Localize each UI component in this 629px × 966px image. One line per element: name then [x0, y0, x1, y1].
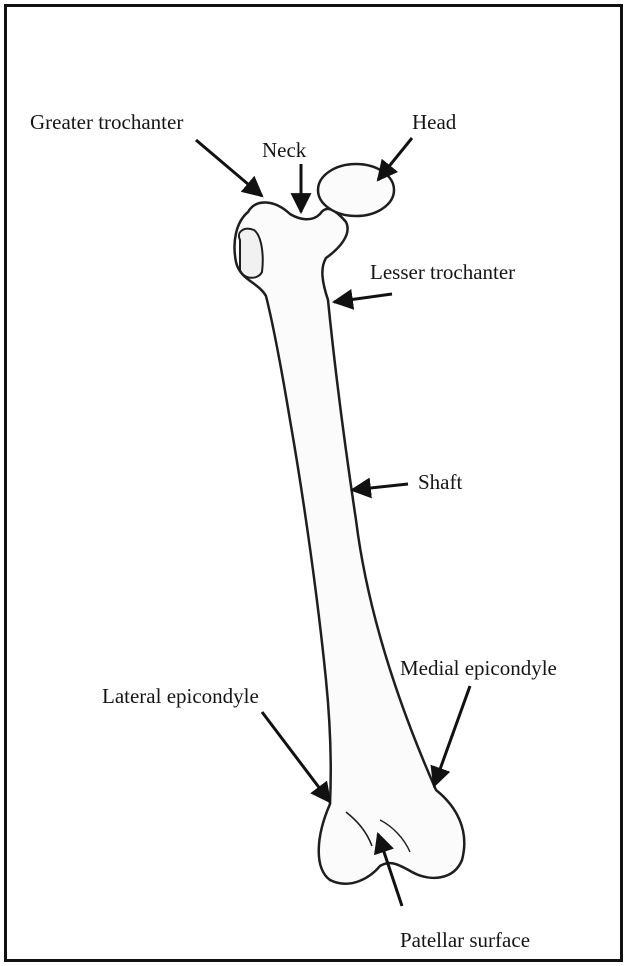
label-lateral-epicondyle: Lateral epicondyle: [102, 686, 259, 707]
label-lesser-trochanter: Lesser trochanter: [370, 262, 515, 283]
femoral-head: [318, 164, 394, 216]
greater-trochanter-outline: [239, 229, 263, 278]
label-neck: Neck: [262, 140, 306, 161]
label-medial-epicondyle: Medial epicondyle: [400, 658, 557, 679]
label-patellar-surface: Patellar surface: [400, 930, 530, 951]
femur-outline: [235, 202, 465, 883]
label-shaft: Shaft: [418, 472, 462, 493]
label-head: Head: [412, 112, 456, 133]
arrow-lesser-trochanter: [334, 294, 392, 302]
label-greater-trochanter: Greater trochanter: [30, 112, 183, 133]
arrow-medial-epicondyle: [434, 686, 470, 786]
arrow-lateral-epicondyle: [262, 712, 330, 802]
arrow-head: [378, 138, 412, 180]
arrow-greater-trochanter: [196, 140, 262, 196]
arrow-shaft: [352, 484, 408, 490]
